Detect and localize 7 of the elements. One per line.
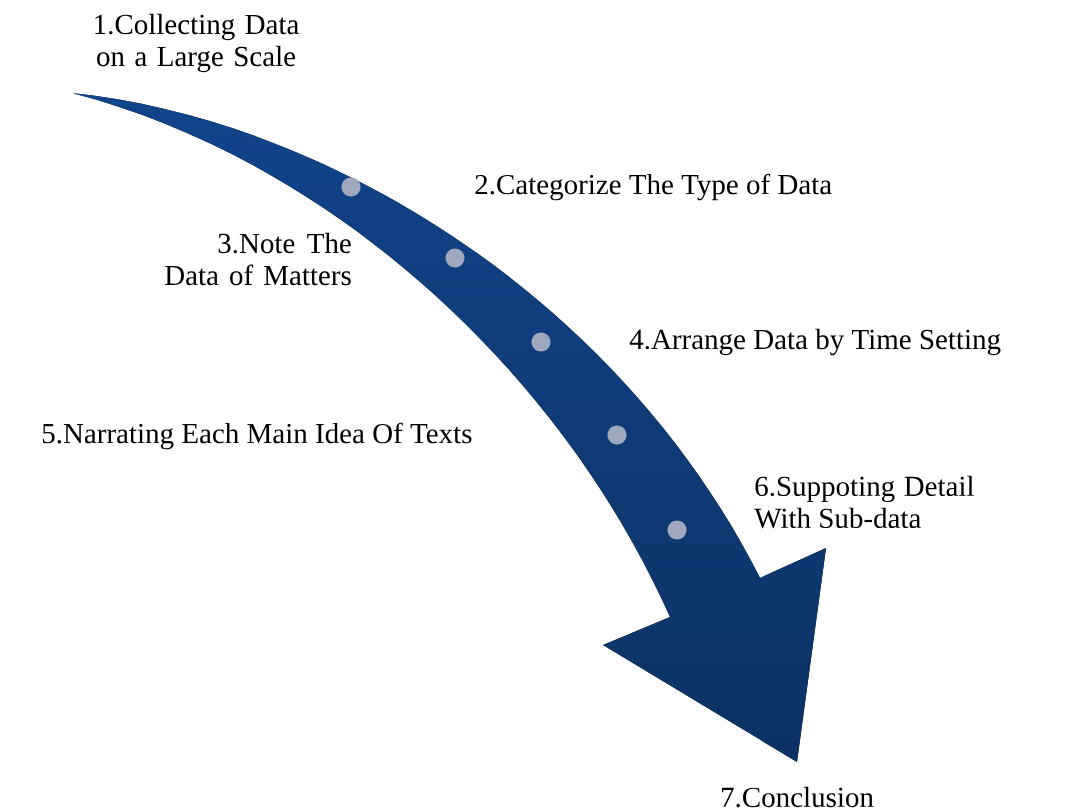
step-label: 3.Note The Data of Matters <box>165 232 351 286</box>
step-label: 4.Arrange Data by Time Setting <box>629 328 1001 356</box>
step-label: 2.Categorize The Type of Data <box>475 173 832 201</box>
step-label: 5.Narrating Each Main Idea Of Texts <box>42 422 472 450</box>
step-label: 1.Collecting Data on a Large Scale <box>95 13 299 73</box>
step-label: 7.Conclusion <box>722 786 874 808</box>
step-label: 6.Suppoting Detail With Sub-data <box>754 475 974 529</box>
